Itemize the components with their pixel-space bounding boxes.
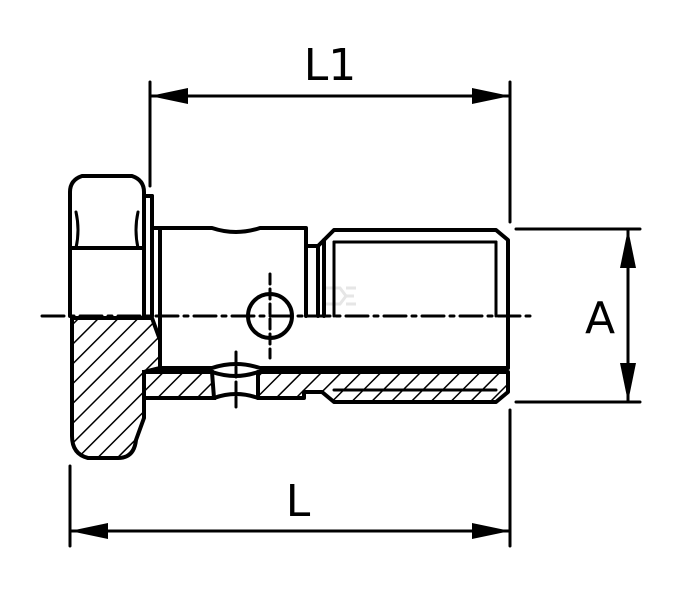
- watermark-logo: [326, 286, 356, 306]
- dimension-label-a: A: [585, 293, 615, 344]
- dimension-l1: [148, 80, 512, 224]
- shank-section: [142, 316, 510, 412]
- shank-upper: [150, 226, 510, 318]
- dimension-label-l: L: [286, 476, 311, 527]
- dimension-l: [68, 408, 512, 548]
- dimension-label-l1: L1: [304, 40, 357, 91]
- hex-head: [68, 174, 162, 460]
- dimension-a: [514, 227, 642, 404]
